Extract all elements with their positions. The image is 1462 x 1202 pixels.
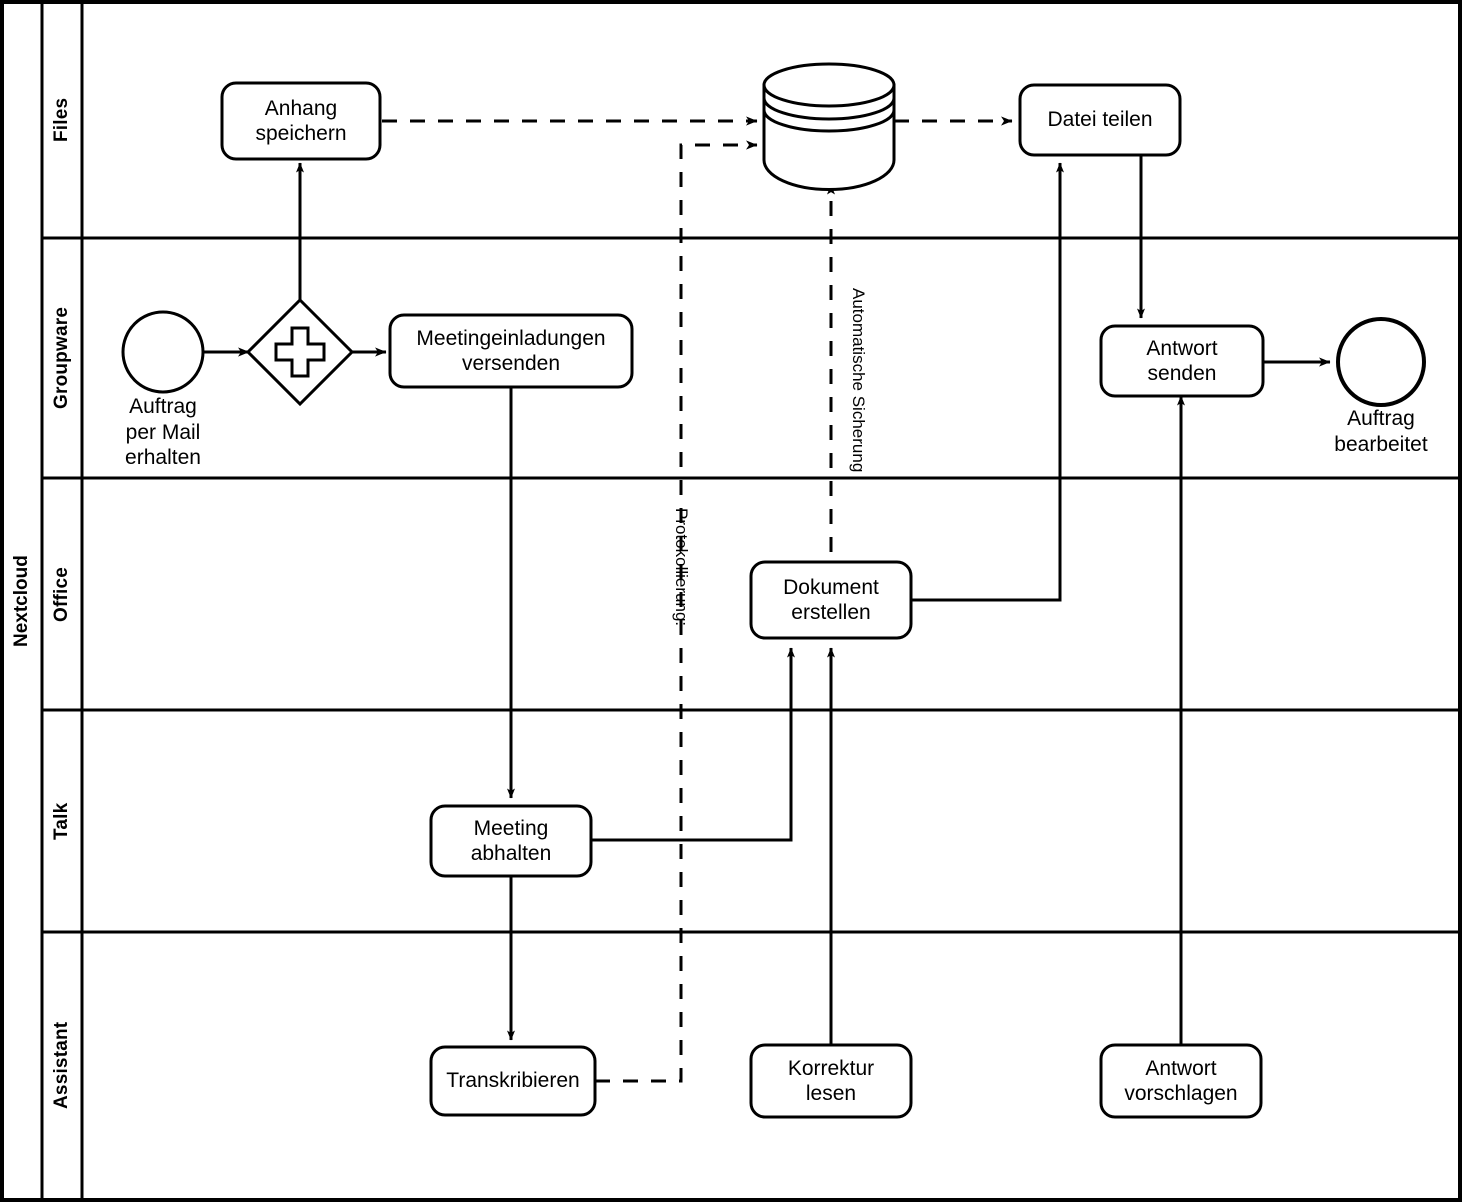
task-datei-teilen-shape [1018,83,1182,157]
parallel-gateway[interactable] [248,300,352,404]
parallel-gateway-shape [245,297,355,407]
flow-label-automatische-sicherung: Automatische Sicherung [848,288,868,473]
task-datei-teilen[interactable] [1020,85,1180,155]
task-antwort-senden-shape [1099,324,1265,398]
assoc-transkribieren-to-store [595,140,758,1083]
data-associations [382,116,1013,1083]
task-dokument-erstellen[interactable] [751,562,911,638]
task-antwort-vorschlagen[interactable] [1101,1045,1261,1117]
data-store[interactable] [764,64,894,180]
lane-label-talk: Talk [51,802,72,840]
task-antwort-senden[interactable] [1101,326,1263,396]
task-korrektur-lesen-shape [749,1043,913,1119]
end-event[interactable] [1338,319,1424,405]
end-event-shape [1336,317,1426,407]
data-store-shape [762,62,896,192]
task-transkribieren-shape [429,1045,597,1117]
flow-meeting-to-dokument [591,647,795,842]
task-meeting-abhalten-shape [429,804,593,878]
flow-dokument-to-datei-teilen [911,162,1064,602]
lane-label-office: Office [51,566,72,622]
sequence-flows [203,155,1331,1044]
task-transkribieren[interactable] [431,1047,595,1115]
lane-label-assistant: Assistant [51,1021,72,1109]
lane-label-groupware: Groupware [51,306,72,410]
plus-icon [274,326,326,378]
flow-label-protokollierung: Protokollierung: [671,508,691,627]
task-meetingeinladungen-shape [388,313,634,389]
start-event-shape [121,310,205,394]
task-antwort-vorschlagen-shape [1099,1043,1263,1119]
pool-label: Nextcloud [11,555,32,647]
lane-dividers [42,236,1460,934]
lane-label-files: Files [51,97,72,143]
task-korrektur-lesen[interactable] [751,1045,911,1117]
task-dokument-erstellen-shape [749,560,913,640]
task-meeting-abhalten[interactable] [431,806,591,876]
task-anhang-speichern[interactable] [222,83,380,159]
task-anhang-speichern-shape [220,81,382,161]
start-event[interactable] [123,312,203,392]
task-meetingeinladungen-versenden[interactable] [390,315,632,387]
